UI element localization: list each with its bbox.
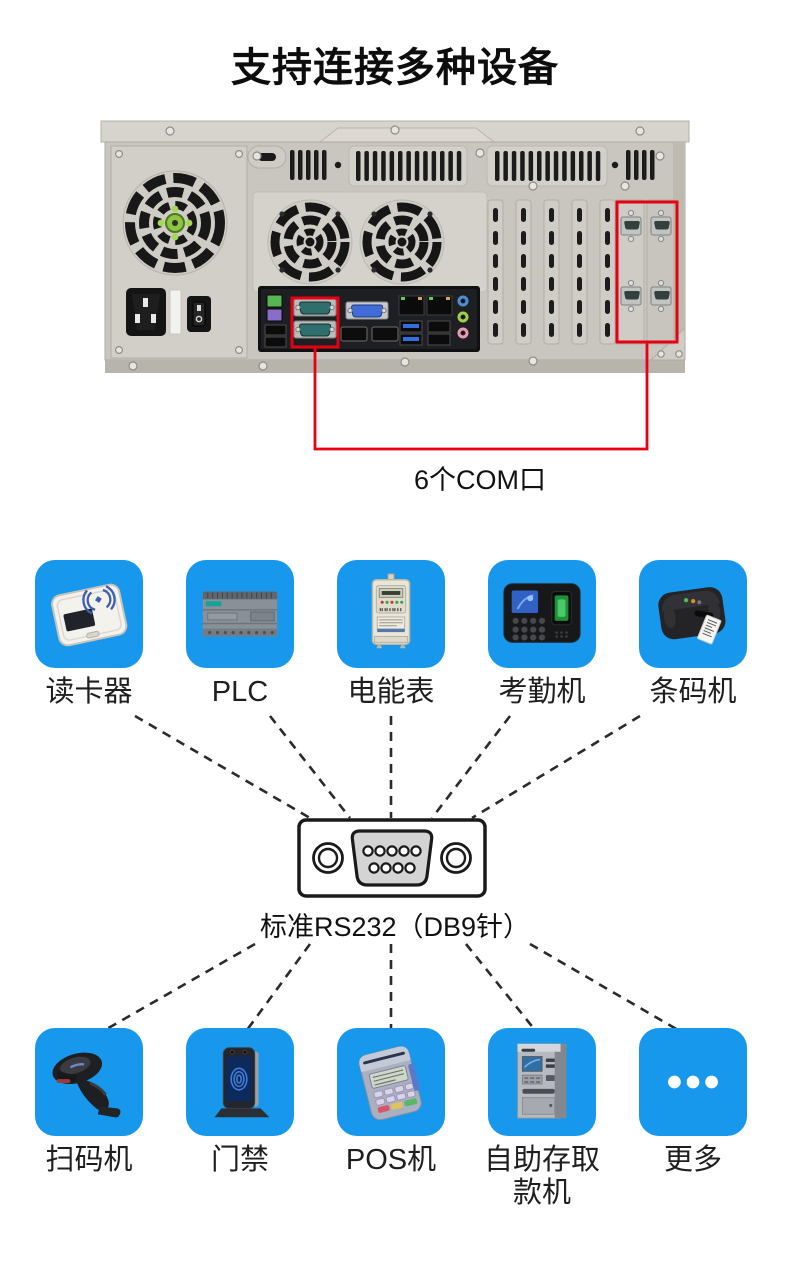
chassis-rear-photo [100,120,690,373]
db9-shell [350,829,434,887]
psu-section [110,145,248,359]
psu-rating-label [169,289,182,335]
ps2-port [266,294,283,308]
energy-meter-tile [337,560,445,668]
plc-tile [186,560,294,668]
connector-label: 标准RS232（DB9针） [259,912,531,942]
device-pos-terminal: POS机 [337,1028,445,1177]
device-label-atm: 自助存取款机 [483,1144,600,1209]
barcode-printer-icon [658,587,726,645]
com-port-caption: 6个COM口 [413,465,546,495]
barcode-scanner-tile [35,1028,143,1136]
hdmi-port-2 [371,326,399,342]
device-plc: PLC [186,560,294,709]
top-vents [247,145,655,187]
barcode-printer-tile [639,560,747,668]
device-label-barcode-scanner: 扫码机 [45,1144,133,1176]
device-label-plc: PLC [211,676,269,708]
device-access-control: 门禁 [186,1028,294,1177]
atm-icon [517,1043,567,1119]
audio-jacks [456,294,470,340]
device-label-attendance-machine: 考勤机 [498,676,586,708]
energy-meter-icon [371,573,411,649]
device-barcode-printer: 条码机 [639,560,747,709]
case-fan-right [359,199,445,285]
power-switch [187,296,211,332]
ac-power-inlet [126,288,166,336]
device-more: 更多 [639,1028,747,1177]
device-card-reader: 读卡器 [35,560,143,709]
attendance-machine-icon [503,583,581,643]
device-label-energy-meter: 电能表 [347,676,435,708]
device-energy-meter: 电能表 [337,560,445,709]
plc-icon [202,591,278,637]
more-tile [639,1028,747,1136]
expansion-slots [487,199,616,345]
card-reader-icon [51,583,128,647]
hdmi-port-1 [340,326,368,342]
atm-tile [488,1028,596,1136]
com-port-2 [293,320,337,339]
usb-ports [264,324,287,336]
psu-fan-grille [122,170,228,276]
pos-terminal-tile [337,1028,445,1136]
device-label-access-control: 门禁 [210,1144,269,1176]
case-fans [252,191,488,293]
lan-ports [398,295,453,316]
pos-terminal-icon [358,1046,422,1121]
access-control-tile [186,1028,294,1136]
case-fan-left [267,199,353,285]
barcode-scanner-icon [52,1052,121,1118]
device-atm: 自助存取款机 [484,1028,600,1210]
card-reader-tile [35,560,143,668]
com-port-1 [293,298,337,317]
device-barcode-scanner: 扫码机 [35,1028,143,1177]
device-label-pos-terminal: POS机 [345,1144,437,1176]
db9-connector-illustration [297,818,487,898]
attendance-machine-tile [488,560,596,668]
page-title: 支持连接多种设备 [231,46,559,90]
more-dots-icon [668,1075,718,1089]
db9-pins [362,845,422,874]
device-label-barcode-printer: 条码机 [649,676,737,708]
io-panel [258,286,480,352]
device-label-card-reader: 读卡器 [45,676,133,708]
device-label-more: 更多 [663,1144,722,1176]
device-attendance-machine: 考勤机 [488,560,596,709]
access-control-icon [214,1047,270,1118]
vga-port [345,301,389,320]
